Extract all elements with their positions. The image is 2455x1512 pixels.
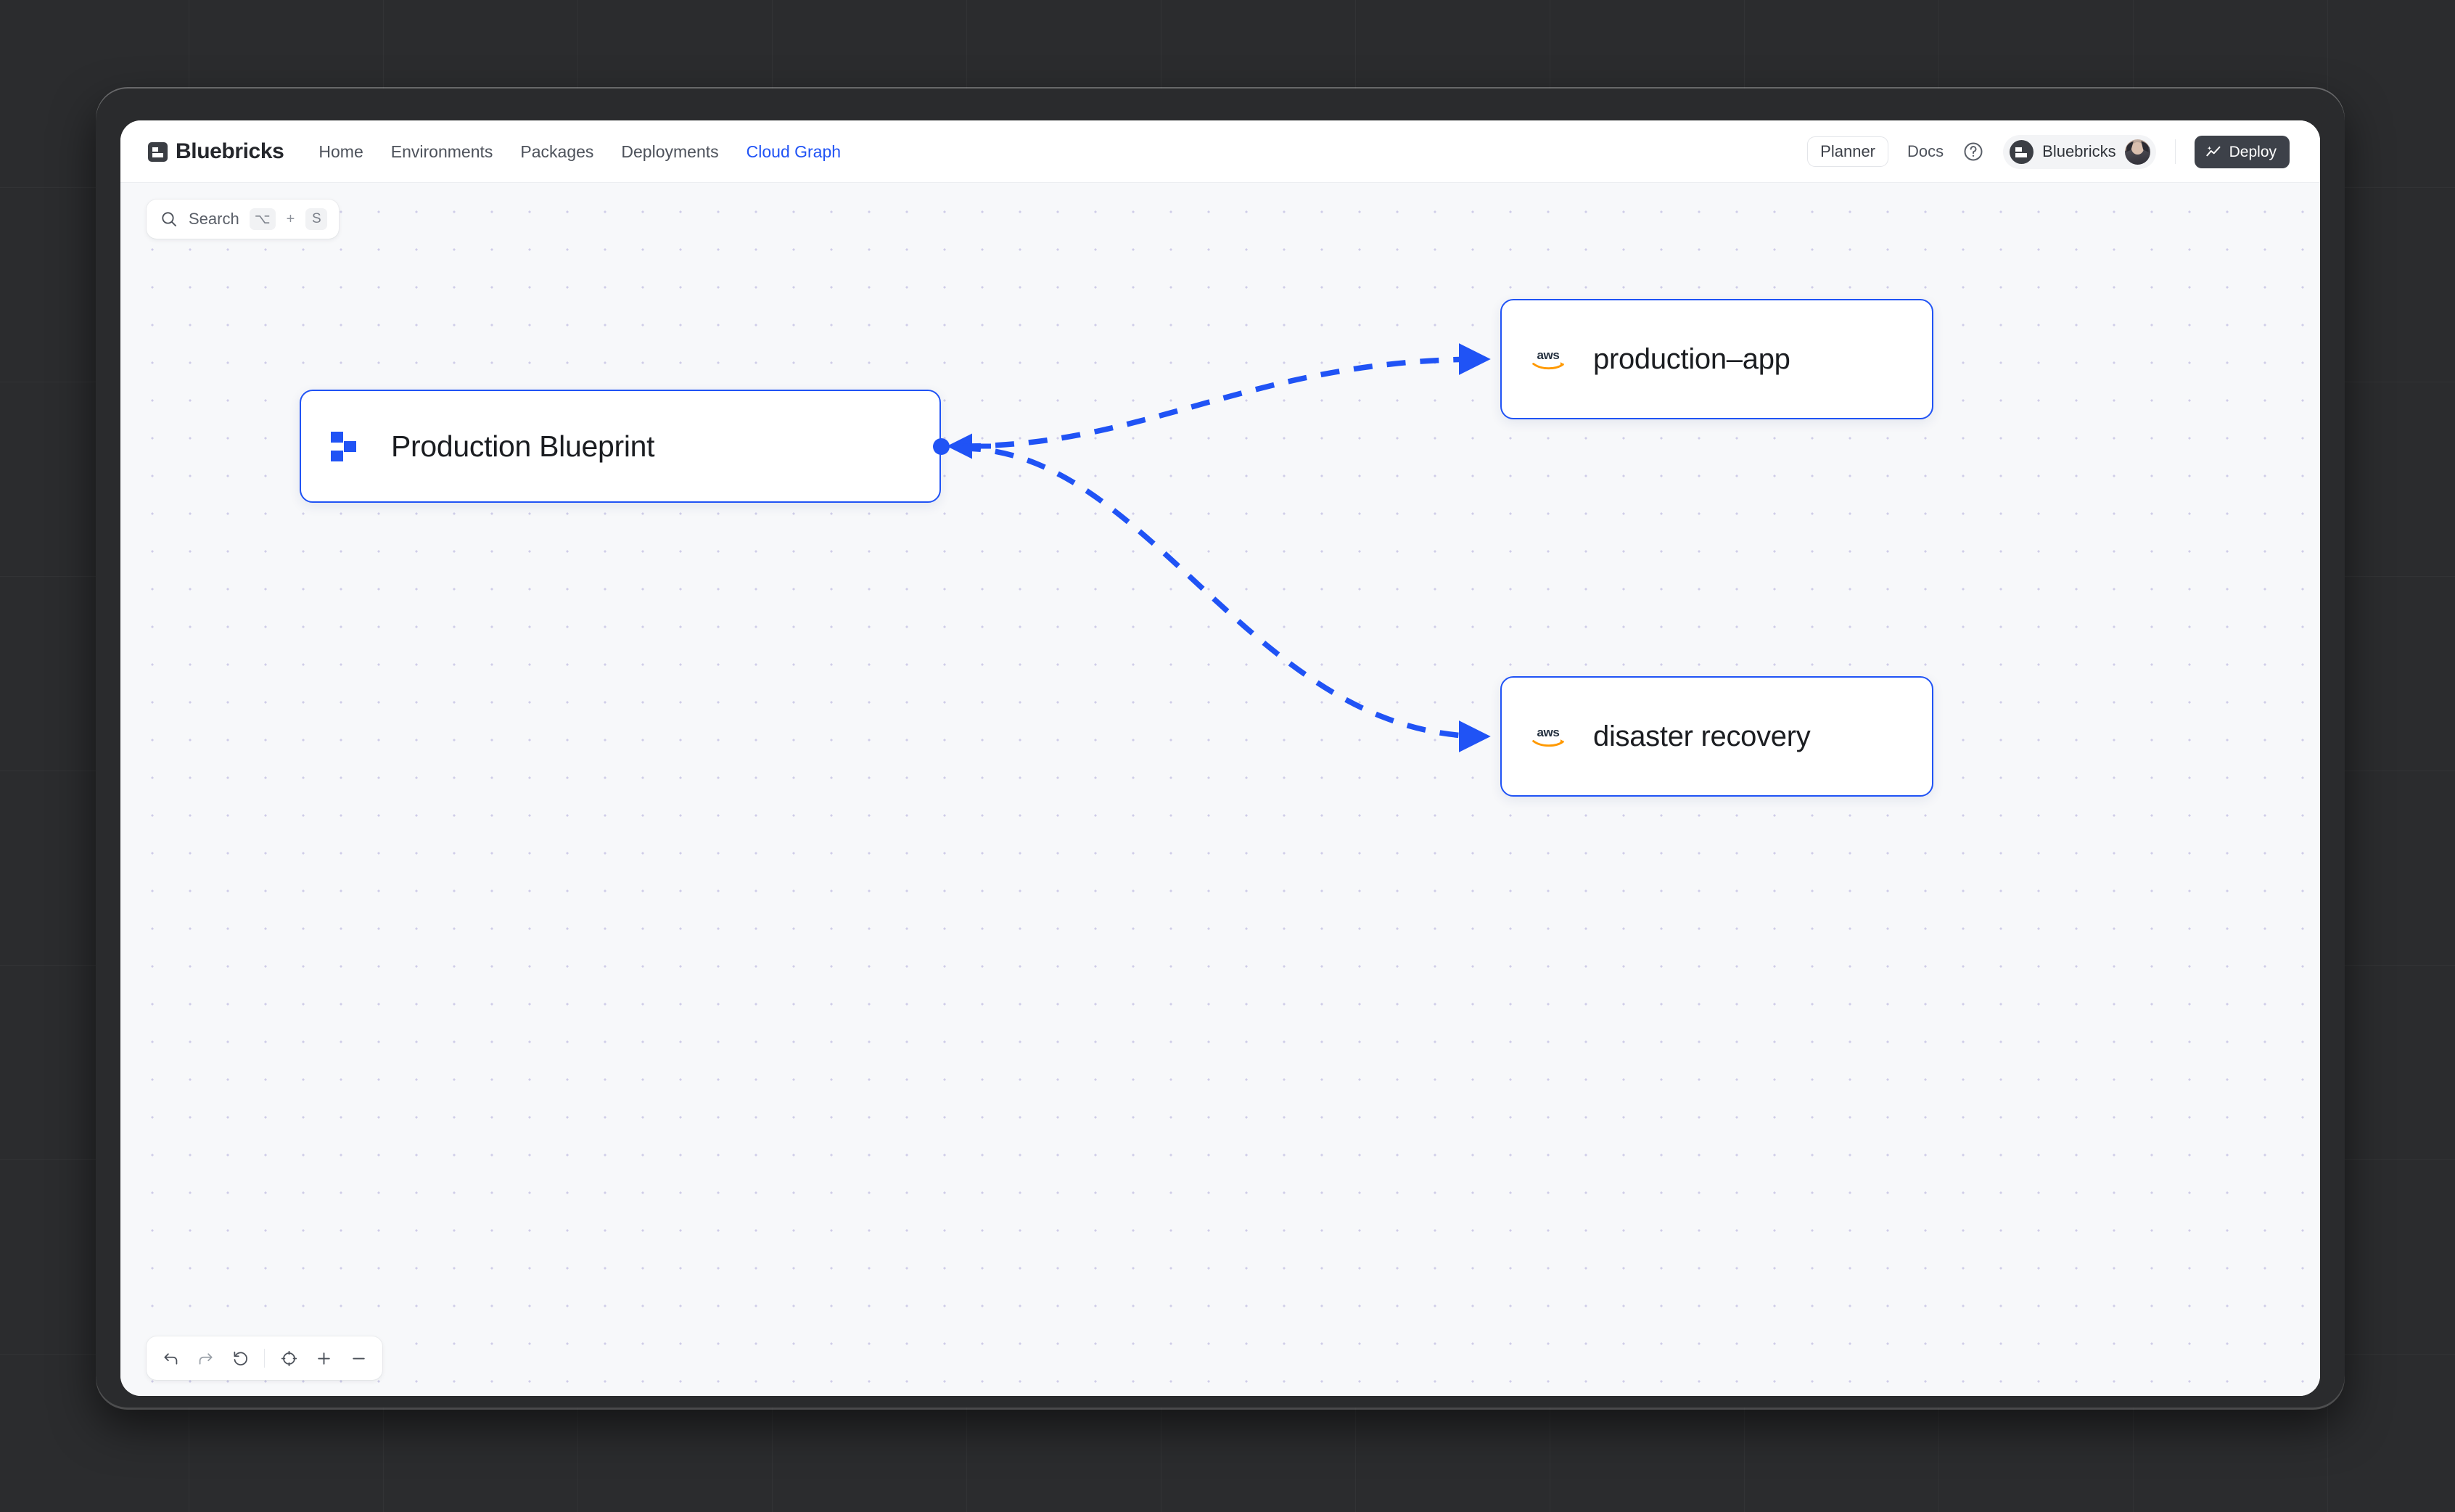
canvas-toolbar xyxy=(147,1336,382,1380)
graph-node-disaster-recovery[interactable]: aws disaster recovery xyxy=(1500,676,1933,797)
crosshair-target-icon xyxy=(280,1349,298,1368)
user-avatar[interactable] xyxy=(2124,139,2150,165)
undo-arrow-icon xyxy=(162,1349,180,1368)
shortcut-key-modifier: ⌥ xyxy=(249,208,276,230)
graph-node-title: disaster recovery xyxy=(1593,720,1811,752)
top-navigation-bar: Bluebricks Home Environments Packages De… xyxy=(120,120,2320,183)
svg-text:aws: aws xyxy=(1537,348,1559,362)
zoom-out-button[interactable] xyxy=(343,1343,374,1373)
search-icon xyxy=(160,210,178,229)
bluebricks-logo-icon xyxy=(148,141,168,162)
toolbar-divider xyxy=(264,1349,265,1368)
app-window: Bluebricks Home Environments Packages De… xyxy=(120,120,2320,1396)
nav-link-packages[interactable]: Packages xyxy=(520,141,594,161)
fit-view-button[interactable] xyxy=(274,1343,304,1373)
edge-blueprint-to-production-app[interactable] xyxy=(961,343,1491,449)
aws-logo-icon: aws xyxy=(1529,343,1567,375)
brand-logo[interactable]: Bluebricks xyxy=(148,139,284,164)
edge-blueprint-to-disaster-recovery[interactable] xyxy=(961,445,1491,752)
graph-node-production-app[interactable]: aws production–app xyxy=(1500,299,1933,419)
zoom-in-button[interactable] xyxy=(308,1343,339,1373)
cloud-graph-canvas[interactable]: Search ⌥ + S xyxy=(120,183,2320,1396)
svg-text:aws: aws xyxy=(1537,726,1559,739)
nav-divider xyxy=(2174,139,2176,164)
search-placeholder: Search xyxy=(189,210,239,228)
graph-edges-layer xyxy=(947,343,1491,752)
plus-icon xyxy=(315,1349,333,1368)
undo-button[interactable] xyxy=(155,1343,186,1373)
reset-button[interactable] xyxy=(225,1343,255,1373)
deploy-button[interactable]: Deploy xyxy=(2194,135,2290,168)
planner-button[interactable]: Planner xyxy=(1807,136,1889,167)
nav-link-environments[interactable]: Environments xyxy=(390,141,493,161)
nav-link-cloud-graph[interactable]: Cloud Graph xyxy=(746,141,842,161)
org-avatar-icon xyxy=(2010,139,2034,164)
nav-link-home[interactable]: Home xyxy=(318,141,363,161)
docs-link[interactable]: Docs xyxy=(1907,142,1944,160)
minus-icon xyxy=(350,1349,368,1368)
graph-node-title: Production Blueprint xyxy=(391,429,655,463)
shortcut-key-letter: S xyxy=(305,208,328,230)
nav-right-group: Planner Docs Bluebricks xyxy=(1807,134,2290,169)
org-switcher[interactable]: Bluebricks xyxy=(2003,134,2156,169)
nav-links: Home Environments Packages Deployments C… xyxy=(318,142,841,162)
deploy-label: Deploy xyxy=(2229,143,2277,160)
brand-name: Bluebricks xyxy=(176,139,284,163)
graph-node-blueprint[interactable]: Production Blueprint xyxy=(300,390,941,503)
nav-link-deployments[interactable]: Deployments xyxy=(621,141,719,161)
graph-node-title: production–app xyxy=(1593,342,1790,375)
aws-logo-icon: aws xyxy=(1529,720,1567,752)
help-circle-icon[interactable] xyxy=(1962,141,1984,163)
redo-arrow-icon xyxy=(197,1349,215,1368)
bluebricks-brick-icon xyxy=(329,430,362,463)
node-output-handle[interactable] xyxy=(933,438,950,455)
redo-button[interactable] xyxy=(190,1343,221,1373)
reset-circular-arrow-icon xyxy=(231,1349,250,1368)
shortcut-plus: + xyxy=(286,210,295,227)
search-input[interactable]: Search ⌥ + S xyxy=(147,200,340,239)
sparkle-chart-icon xyxy=(2205,143,2223,161)
org-name: Bluebricks xyxy=(2042,142,2116,160)
